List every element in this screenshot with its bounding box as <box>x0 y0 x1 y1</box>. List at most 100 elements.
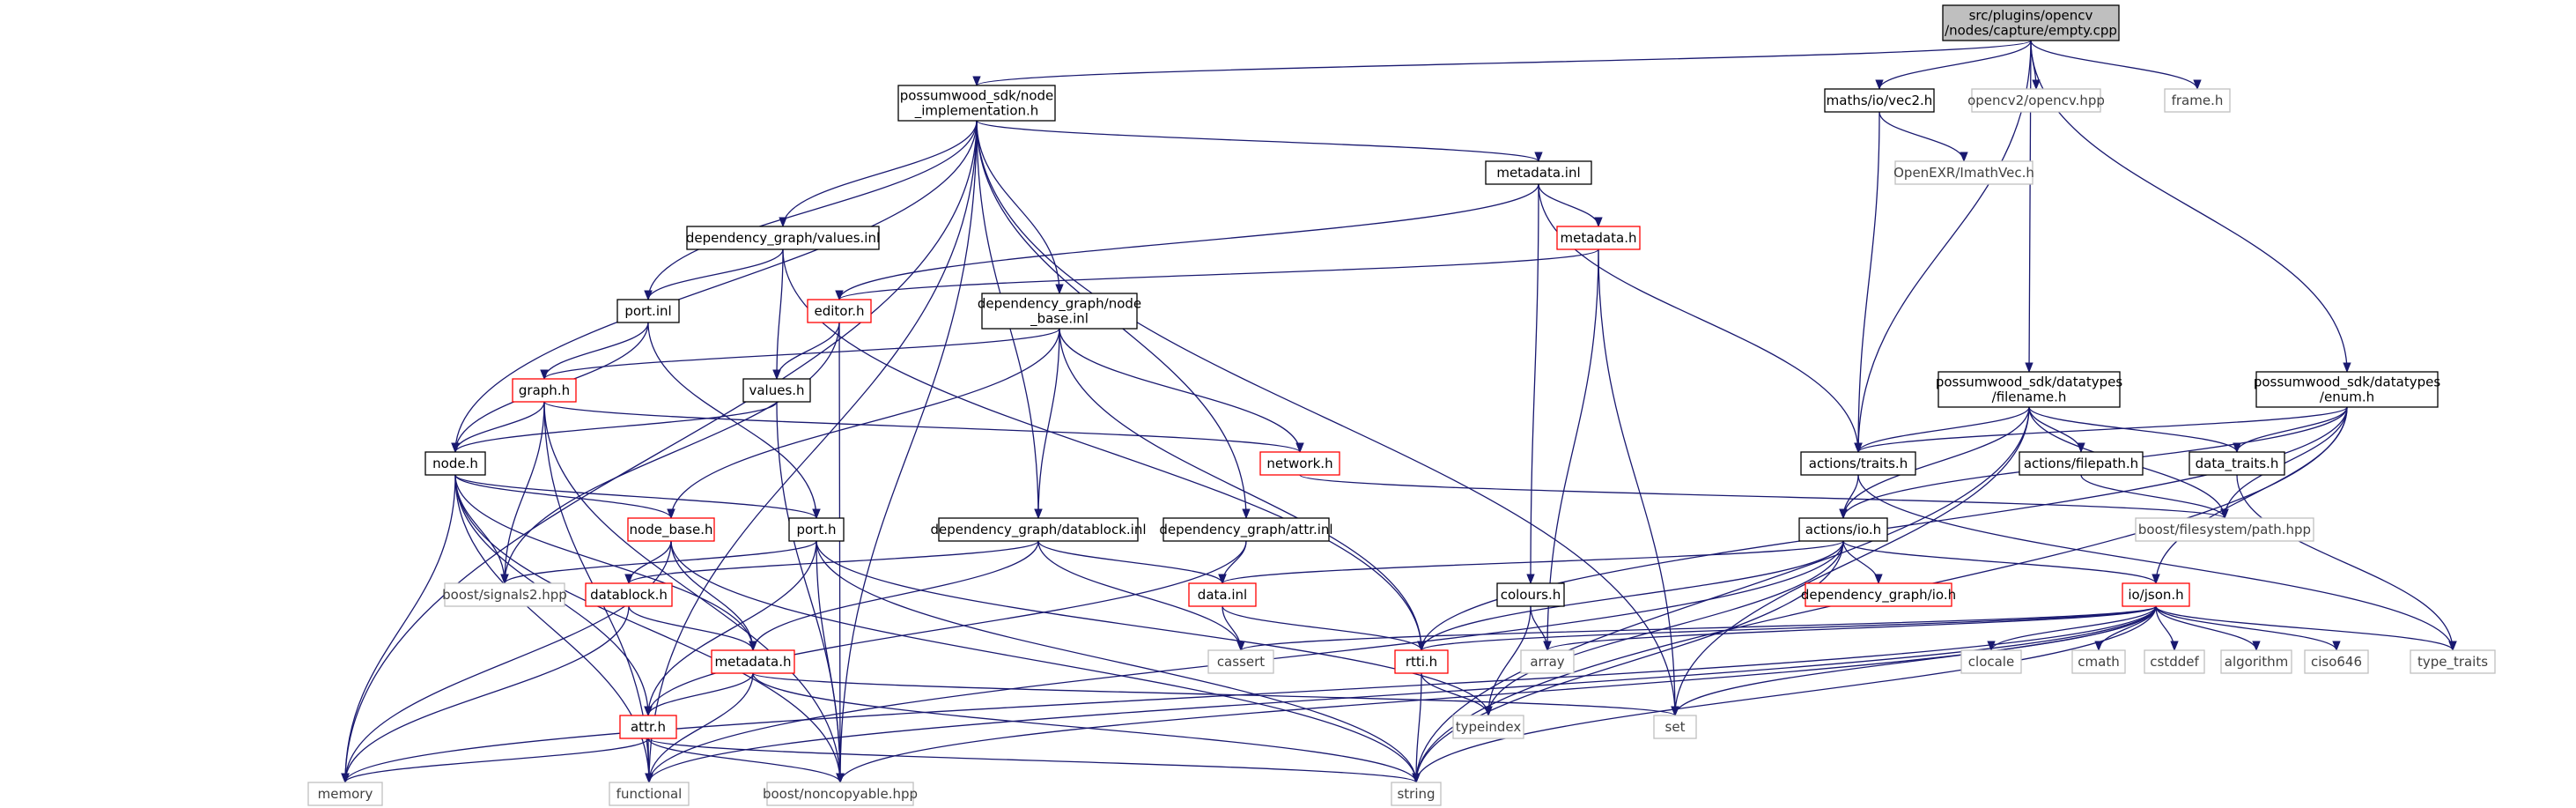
node-networkh[interactable]: network.h <box>1259 451 1340 476</box>
edge-metadatah1-to-editorh <box>835 248 1599 301</box>
edge-rttih-to-string <box>1412 672 1422 784</box>
edge-jsonh-to-algorithm <box>2155 605 2261 652</box>
node-label: metadata.inl <box>1496 165 1580 181</box>
node-label: possumwood_sdk/datatypes <box>2254 374 2440 391</box>
edge-filepathh-to-pathhpp <box>2080 474 2229 520</box>
edge-attrinl-to-datainl <box>1218 540 1247 585</box>
node-filenameh[interactable]: possumwood_sdk/datatypes/filename.h <box>1936 371 2122 408</box>
node-graphh[interactable]: graph.h <box>512 378 577 403</box>
node-datablockinl[interactable]: dependency_graph/datablock.inl <box>930 517 1147 542</box>
node-porth[interactable]: port.h <box>788 517 845 542</box>
edge-ioh-to-depio <box>1842 540 1883 585</box>
edge-jsonh-to-cassert <box>1236 605 2157 652</box>
edge-nodebaseinl-to-nodebaseh <box>667 328 1060 520</box>
node-depio[interactable]: dependency_graph/io.h <box>1801 582 1956 607</box>
node-editorh[interactable]: editor.h <box>807 299 872 323</box>
edge-nodeimpl-to-nodeh <box>451 120 978 454</box>
node-box <box>1798 517 1888 542</box>
node-datainl[interactable]: data.inl <box>1188 582 1257 607</box>
node-box <box>2255 371 2439 408</box>
node-box <box>512 378 577 403</box>
node-box <box>2220 649 2292 674</box>
node-metadatainl[interactable]: metadata.inl <box>1485 160 1592 185</box>
node-valuesinl[interactable]: dependency_graph/values.inl <box>686 226 880 250</box>
node-clocale: clocale <box>1960 649 2022 674</box>
node-label: functional <box>616 786 683 802</box>
edge-nodeh-to-noncopyable <box>454 474 845 784</box>
node-label: port.inl <box>624 303 671 319</box>
node-label: rtti.h <box>1406 654 1437 670</box>
node-label: datablock.h <box>590 587 668 603</box>
node-typetraits: type_traits <box>2410 649 2496 674</box>
node-vec2[interactable]: maths/io/vec2.h <box>1824 88 1935 113</box>
node-set: set <box>1653 715 1697 739</box>
node-ioh[interactable]: actions/io.h <box>1798 517 1888 542</box>
node-portinl[interactable]: port.inl <box>616 299 680 323</box>
node-box <box>788 517 845 542</box>
node-nodeimpl[interactable]: possumwood_sdk/node_implementation.h <box>897 85 1056 122</box>
edge-datablockinl-to-datablockh <box>624 540 1039 585</box>
node-box <box>585 582 673 607</box>
edge-ioh-to-string <box>1412 540 1844 784</box>
edge-editorh-to-valuesh <box>772 322 840 381</box>
node-box <box>619 715 677 739</box>
node-datatraitsh[interactable]: data_traits.h <box>2188 451 2285 476</box>
node-attrh[interactable]: attr.h <box>619 715 677 739</box>
node-label: boost/noncopyable.hpp <box>763 786 918 802</box>
node-label: /nodes/capture/empty.cpp <box>1945 23 2117 39</box>
node-box <box>1653 715 1697 739</box>
edge-porth-to-signals2 <box>500 540 817 585</box>
node-nodebaseinl[interactable]: dependency_graph/node_base.inl <box>978 293 1141 330</box>
edge-datablockinl-to-metadatah2 <box>749 540 1039 652</box>
node-box <box>2071 649 2126 674</box>
node-label: possumwood_sdk/datatypes <box>1936 374 2122 391</box>
node-box <box>742 378 811 403</box>
edge-filenameh-to-traitsh <box>1854 406 2030 454</box>
edge-root-to-nodeimpl <box>972 40 2032 87</box>
node-box <box>424 451 486 476</box>
node-traitsh[interactable]: actions/traits.h <box>1800 451 1916 476</box>
node-coloursh[interactable]: colours.h <box>1496 582 1565 607</box>
edge-porth-to-noncopyable <box>816 540 845 784</box>
node-nodeh[interactable]: node.h <box>424 451 486 476</box>
node-metadatah2[interactable]: metadata.h <box>711 649 795 674</box>
node-label: data.inl <box>1198 587 1247 603</box>
node-nodebaseh[interactable]: node_base.h <box>627 517 715 542</box>
node-valuesh[interactable]: values.h <box>742 378 811 403</box>
node-box <box>981 293 1138 330</box>
node-label: actions/io.h <box>1805 522 1881 537</box>
edge-nodeimpl-to-nodebaseinl <box>976 120 1064 295</box>
node-label: string <box>1397 786 1435 802</box>
node-label: frame.h <box>2172 93 2224 108</box>
node-box <box>1894 160 2033 185</box>
edge-graphh-to-noncopyable <box>543 401 845 784</box>
node-label: type_traits <box>2417 654 2488 671</box>
edge-metadatah2-to-functional <box>645 672 754 784</box>
edge-ioh-to-datainl <box>1218 540 1844 585</box>
edge-traitsh-to-typetraits <box>1857 474 2457 652</box>
node-datablockh[interactable]: datablock.h <box>585 582 673 607</box>
node-filepathh[interactable]: actions/filepath.h <box>2019 451 2144 476</box>
node-attrinl[interactable]: dependency_graph/attr.inl <box>1159 517 1333 542</box>
edge-attrinl-to-attrh <box>644 540 1247 717</box>
node-label: graph.h <box>519 382 570 398</box>
node-jsonh[interactable]: io/json.h <box>2122 582 2190 607</box>
node-box <box>807 299 872 323</box>
edge-jsonh-to-string <box>1412 605 2157 784</box>
node-enumh[interactable]: possumwood_sdk/datatypes/enum.h <box>2254 371 2440 408</box>
node-box <box>1800 451 1916 476</box>
edge-jsonh-to-typetraits <box>2155 605 2457 652</box>
node-rttih[interactable]: rtti.h <box>1394 649 1449 674</box>
edge-jsonh-to-noncopyable <box>836 605 2157 784</box>
node-root[interactable]: src/plugins/opencv/nodes/capture/empty.c… <box>1942 4 2120 41</box>
edge-datatraitsh-to-typetraits <box>2236 474 2457 652</box>
node-metadatah1[interactable]: metadata.h <box>1556 226 1641 250</box>
node-label: cmath <box>2078 654 2119 670</box>
node-box <box>627 517 715 542</box>
edge-ioh-to-rttih <box>1417 540 1844 652</box>
node-label: /enum.h <box>2320 389 2374 405</box>
edge-jsonh-to-cstddef <box>2155 605 2179 652</box>
edge-jsonh-to-rttih <box>1417 605 2157 652</box>
edge-metadatah2-to-string <box>752 672 1421 784</box>
node-imathvec: OpenEXR/ImathVec.h <box>1893 160 2034 185</box>
